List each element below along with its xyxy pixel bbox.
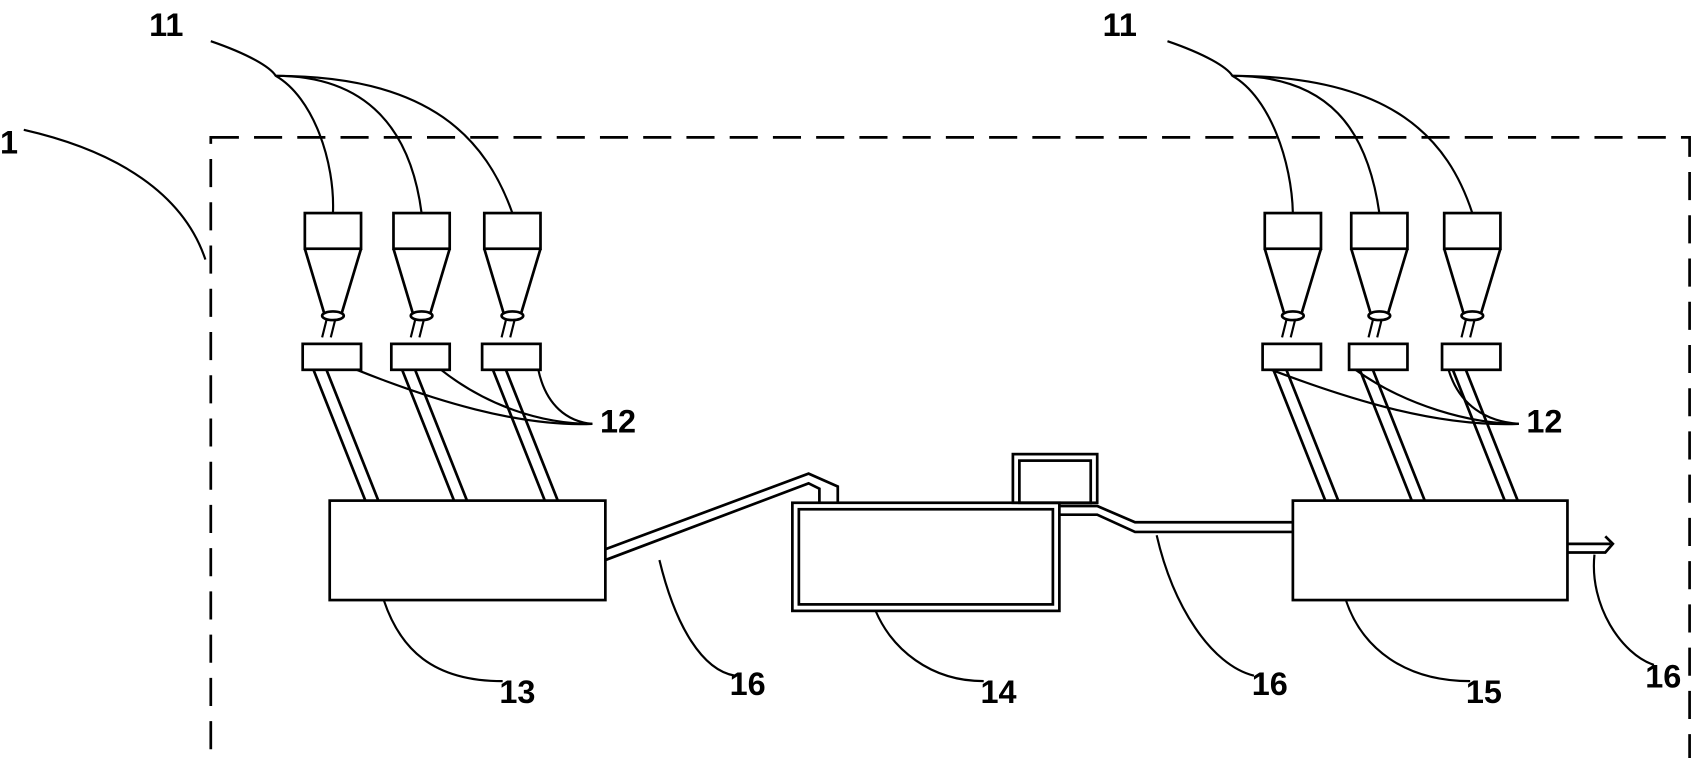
label-unit-right: 15 (1466, 674, 1502, 710)
label-system: 1 (0, 125, 18, 161)
label-mixer: 13 (499, 674, 535, 710)
label-pipe-a: 16 (730, 666, 766, 702)
label-tank: 14 (980, 674, 1016, 710)
tank-box (791, 452, 1099, 613)
leader-lines (23, 40, 1655, 683)
mixer-box (328, 499, 607, 602)
label-feeder-right: 12 (1526, 404, 1562, 440)
right-unit-box (1291, 499, 1569, 602)
outlet-pipe (1567, 535, 1615, 554)
pipe-mixer-to-tank (604, 472, 840, 562)
label-feeder-left: 12 (600, 404, 636, 440)
left-hopper-group (301, 211, 560, 502)
label-pipe-b: 16 (1252, 666, 1288, 702)
right-hopper-group (1261, 211, 1520, 502)
label-hopper-right: 11 (1103, 7, 1137, 43)
label-hopper-left: 11 (149, 7, 183, 43)
label-pipe-c: 16 (1645, 659, 1681, 695)
pipe-tank-to-unit (1059, 504, 1293, 534)
system-boundary (209, 136, 1691, 758)
